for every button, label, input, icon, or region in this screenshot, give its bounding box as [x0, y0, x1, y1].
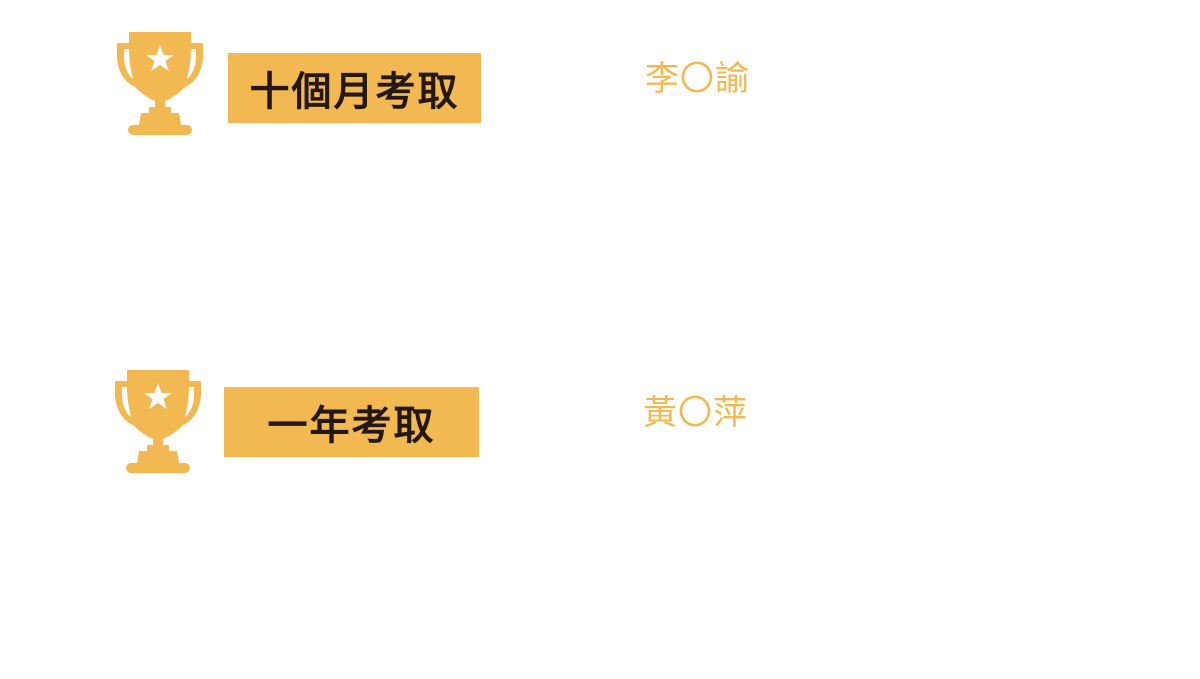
student-name: 李〇諭 [645, 59, 750, 99]
achievement-badge: 十個月考取 [228, 53, 481, 123]
achievement-entry: 一年考取 黃〇萍 [0, 363, 1200, 483]
trophy-star-icon [117, 32, 203, 135]
achievement-entry: 十個月考取 李〇諭 [0, 25, 1200, 145]
achievement-badge: 一年考取 [224, 387, 479, 457]
trophy-star-icon [115, 370, 201, 473]
student-name: 黃〇萍 [643, 393, 748, 433]
